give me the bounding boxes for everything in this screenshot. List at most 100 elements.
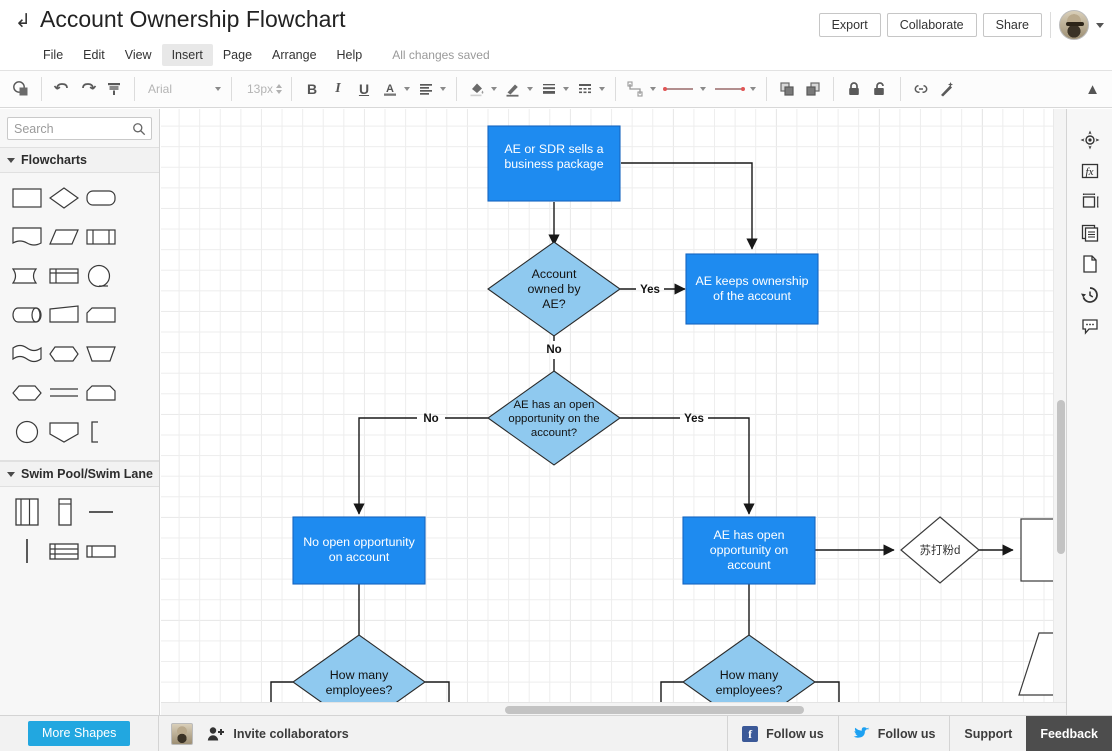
section-swimlane[interactable]: Swim Pool/Swim Lane: [0, 461, 159, 487]
line-color-chevron-down-icon[interactable]: [527, 87, 533, 91]
support-button[interactable]: Support: [949, 715, 1027, 751]
shape-internal-storage[interactable]: [45, 257, 82, 294]
search-input[interactable]: [8, 118, 151, 139]
node-blank-diamond[interactable]: 苏打粉d: [900, 516, 980, 584]
line-end-chevron-down-icon[interactable]: [750, 87, 756, 91]
node-how-many-employees-left[interactable]: How many employees?: [292, 634, 426, 715]
table-grid-chevron-down-icon[interactable]: [599, 87, 605, 91]
font-size-stepper[interactable]: [276, 84, 282, 94]
text-color-chevron-down-icon[interactable]: [404, 87, 410, 91]
shape-divider-horizontal[interactable]: [82, 493, 119, 530]
shape-pentagon-down[interactable]: [45, 413, 82, 450]
formula-fx-icon[interactable]: fx: [1075, 156, 1105, 186]
italic-button[interactable]: I: [325, 76, 351, 102]
shape-manual-input-trapezoid[interactable]: [82, 335, 119, 372]
shape-document-wave[interactable]: [8, 218, 45, 255]
export-button[interactable]: Export: [818, 13, 881, 37]
text-color-icon[interactable]: A: [377, 76, 403, 102]
line-start-chevron-down-icon[interactable]: [700, 87, 706, 91]
facebook-follow-button[interactable]: f Follow us: [727, 715, 838, 751]
shape-offpage-home[interactable]: [82, 374, 119, 411]
shape-stored-data[interactable]: [8, 257, 45, 294]
undo-icon[interactable]: [49, 76, 75, 102]
shape-data-parallelogram[interactable]: [45, 218, 82, 255]
shape-hexagon[interactable]: [8, 374, 45, 411]
canvas-horizontal-scrollbar[interactable]: [161, 702, 1066, 715]
node-ae-has-open-opportunity-question[interactable]: AE has an open opportunity on the accoun…: [487, 370, 621, 466]
node-how-many-employees-right[interactable]: How many employees?: [682, 634, 816, 715]
redo-icon[interactable]: [75, 76, 101, 102]
user-avatar[interactable]: [1059, 10, 1089, 40]
edge-n4-n5[interactable]: [359, 417, 488, 514]
share-button[interactable]: Share: [982, 13, 1042, 37]
line-weight-icon[interactable]: [536, 76, 562, 102]
menu-page[interactable]: Page: [222, 47, 253, 62]
menu-insert[interactable]: Insert: [161, 43, 213, 66]
send-to-back-icon[interactable]: [800, 76, 826, 102]
shape-bracket[interactable]: [82, 413, 119, 450]
shape-connector-circle[interactable]: [82, 257, 119, 294]
shape-process-rectangle[interactable]: [8, 179, 45, 216]
menu-arrange[interactable]: Arrange: [272, 47, 317, 62]
page-icon[interactable]: [1075, 249, 1105, 279]
back-arrow-icon[interactable]: ↲: [15, 11, 31, 32]
shape-preparation-hexagon[interactable]: [45, 335, 82, 372]
more-shapes-button[interactable]: More Shapes: [28, 721, 131, 746]
edge-n1-n3[interactable]: [621, 162, 758, 250]
bold-button[interactable]: B: [299, 76, 325, 102]
invite-collaborators-button[interactable]: Invite collaborators: [207, 726, 349, 742]
account-chevron-down-icon[interactable]: [1096, 22, 1104, 28]
search-box[interactable]: [7, 117, 152, 140]
fill-color-chevron-down-icon[interactable]: [491, 87, 497, 91]
feedback-button[interactable]: Feedback: [1026, 715, 1112, 751]
line-waypoint-icon[interactable]: [623, 76, 649, 102]
shape-circle[interactable]: [8, 413, 45, 450]
search-icon[interactable]: [132, 122, 146, 136]
font-family-select[interactable]: Arial: [148, 82, 173, 96]
canvas-vertical-scroll-thumb[interactable]: [1057, 399, 1065, 554]
menu-edit[interactable]: Edit: [83, 47, 105, 62]
bring-to-front-icon[interactable]: [774, 76, 800, 102]
document-title[interactable]: Account Ownership Flowchart: [40, 6, 346, 32]
lock-icon[interactable]: [841, 76, 867, 102]
underline-button[interactable]: U: [351, 76, 377, 102]
shape-trapezoid-manual-operation[interactable]: [45, 296, 82, 333]
font-size-input[interactable]: 13px: [246, 82, 273, 96]
link-icon[interactable]: [908, 76, 934, 102]
layers-icon[interactable]: [1075, 218, 1105, 248]
menu-view[interactable]: View: [124, 47, 152, 62]
dimensions-icon[interactable]: [1075, 187, 1105, 217]
navigator-compass-icon[interactable]: [1075, 125, 1105, 155]
shape-collate-lines[interactable]: [45, 374, 82, 411]
canvas-horizontal-scroll-thumb[interactable]: [504, 706, 804, 714]
revision-history-icon[interactable]: [1075, 280, 1105, 310]
menu-file[interactable]: File: [43, 47, 64, 62]
node-no-open-opportunity[interactable]: No open opportunity on account: [292, 516, 426, 585]
shape-lane-horizontal[interactable]: [82, 532, 119, 569]
menu-help[interactable]: Help: [336, 47, 363, 62]
line-start-icon[interactable]: [659, 76, 699, 102]
shapes-tool-icon[interactable]: [8, 76, 34, 102]
shape-card[interactable]: [82, 296, 119, 333]
text-align-chevron-down-icon[interactable]: [440, 87, 446, 91]
unlock-icon[interactable]: [867, 76, 893, 102]
section-flowcharts[interactable]: Flowcharts: [0, 147, 159, 173]
shape-direct-access-storage[interactable]: [8, 296, 45, 333]
shape-multi-document-wave[interactable]: [8, 335, 45, 372]
shape-pool-horizontal-2lane[interactable]: [45, 532, 82, 569]
node-ae-has-open-opportunity[interactable]: AE has open opportunity on account: [682, 516, 816, 585]
format-painter-icon[interactable]: [101, 76, 127, 102]
collaborate-button[interactable]: Collaborate: [886, 13, 977, 37]
canvas-vertical-scrollbar[interactable]: [1053, 109, 1066, 702]
twitter-follow-button[interactable]: Follow us: [837, 715, 950, 751]
comments-icon[interactable]: [1075, 311, 1105, 341]
collapse-toolbar-icon[interactable]: ▲: [1085, 80, 1100, 98]
line-waypoint-chevron-down-icon[interactable]: [650, 87, 656, 91]
line-end-icon[interactable]: [709, 76, 749, 102]
shape-lane-vertical[interactable]: [45, 493, 82, 530]
shape-pool-vertical-2lane[interactable]: [8, 493, 45, 530]
edge-n4-n6[interactable]: [620, 417, 749, 514]
fill-color-icon[interactable]: [464, 76, 490, 102]
magic-wand-icon[interactable]: [934, 76, 960, 102]
shape-divider-vertical[interactable]: [8, 532, 45, 569]
